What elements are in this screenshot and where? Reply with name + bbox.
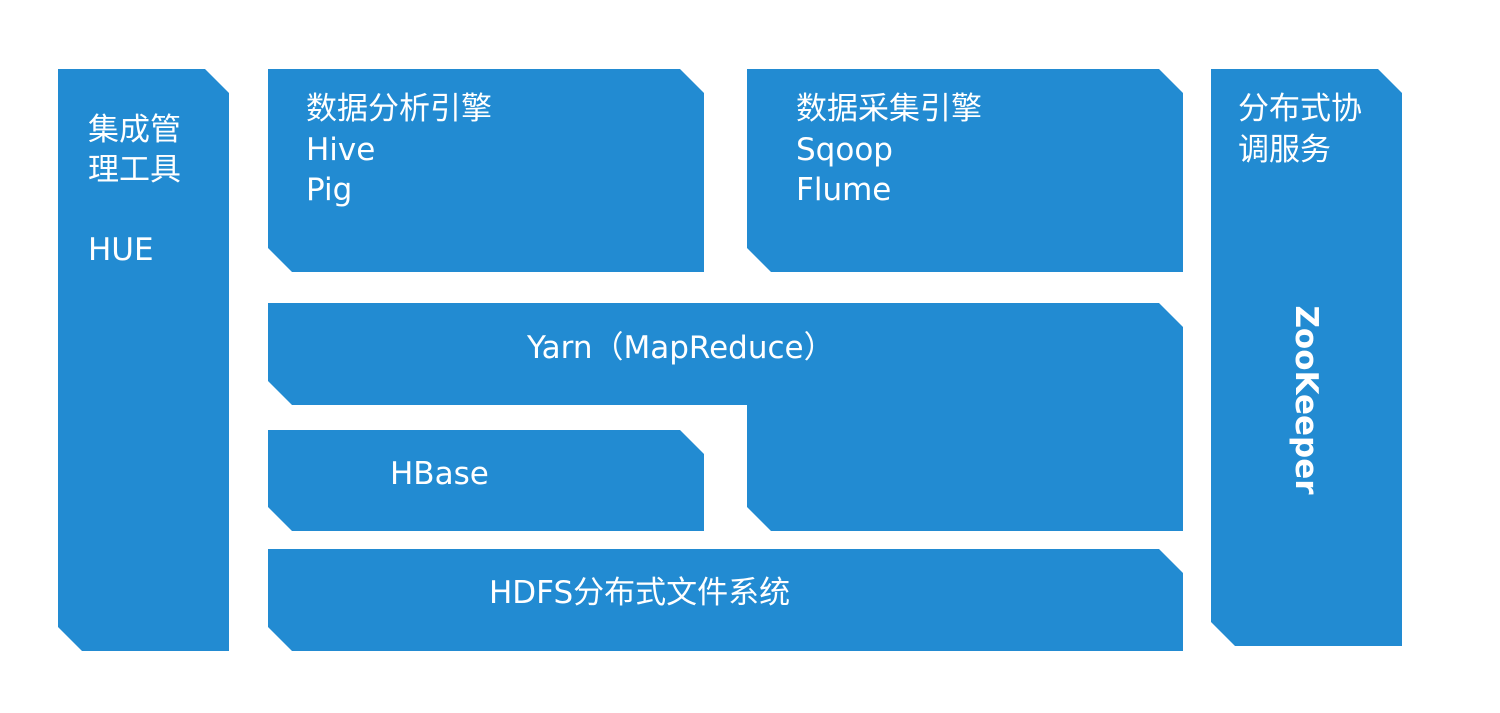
hdfs-block xyxy=(268,549,1183,651)
coordination-title-line1: 分布式协 xyxy=(1238,91,1362,127)
collection-engine-title: 数据采集引擎 xyxy=(796,91,982,127)
hue-name: HUE xyxy=(88,232,154,268)
analysis-engine-hive: Hive xyxy=(306,132,375,168)
hbase-block xyxy=(268,430,704,531)
zookeeper-label: ZooKeeper xyxy=(1288,305,1324,495)
collection-engine-block xyxy=(747,69,1183,272)
hbase-label: HBase xyxy=(390,456,489,492)
collection-engine-flume: Flume xyxy=(796,172,891,208)
coordination-block xyxy=(1211,69,1402,646)
collection-engine-sqoop: Sqoop xyxy=(796,132,893,168)
hue-title-line2: 理工具 xyxy=(88,152,181,188)
hdfs-label: HDFS分布式文件系统 xyxy=(489,575,790,611)
analysis-engine-pig: Pig xyxy=(306,172,352,208)
analysis-engine-title: 数据分析引擎 xyxy=(306,91,492,127)
yarn-block xyxy=(268,303,1183,531)
yarn-label: Yarn（MapReduce） xyxy=(526,330,835,366)
coordination-title-line2: 调服务 xyxy=(1238,132,1331,168)
hue-title-line1: 集成管 xyxy=(88,112,181,148)
analysis-engine-block xyxy=(268,69,704,272)
hue-block xyxy=(58,69,229,651)
